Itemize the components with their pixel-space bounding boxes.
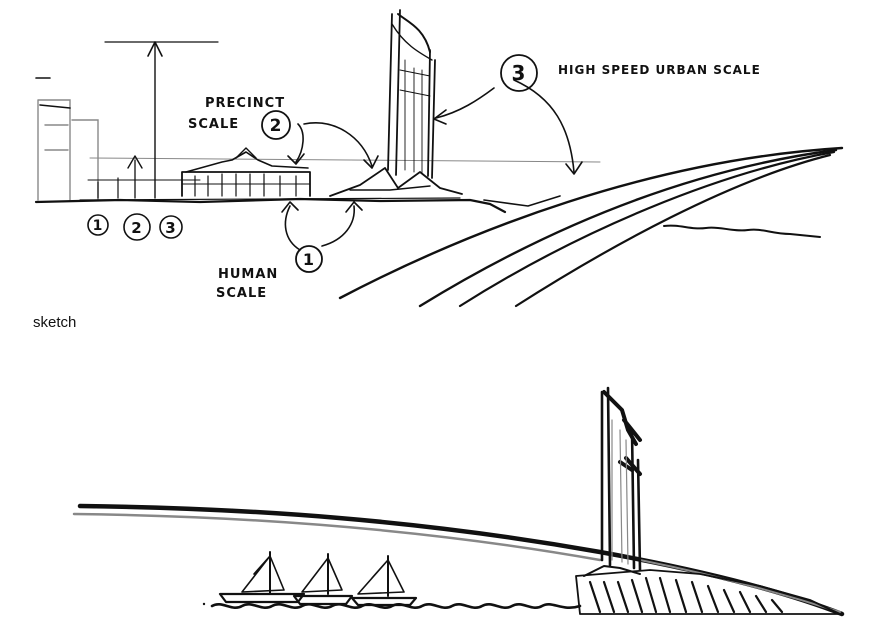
human-label-line2: SCALE: [216, 286, 267, 301]
annotation-arrows: [281, 79, 583, 251]
canopy-structure: [329, 167, 463, 197]
highway-curves: [338, 146, 844, 308]
precinct-building: [181, 147, 311, 197]
scale-arrows: [87, 41, 219, 199]
high-speed-number: 3: [512, 61, 527, 85]
terminal-base: [575, 565, 841, 615]
circle-3-highspeed: 3: [500, 54, 538, 92]
sketch-caption: sketch: [33, 314, 77, 331]
circle-2-precinct: 2: [261, 110, 291, 140]
sailboat: [350, 555, 418, 607]
water-line: [663, 224, 821, 238]
top-sketch: 2 3 1 1 2 3 PRECINCT SCALE HIGH SPEED UR…: [34, 9, 844, 308]
water-waves: [210, 603, 582, 609]
bottom-sketch: [72, 386, 845, 617]
ground-markers: 1 2 3: [87, 213, 183, 241]
precinct-label-line1: PRECINCT: [205, 96, 285, 111]
sailboat: [292, 553, 354, 606]
bottom-tower: [600, 386, 642, 572]
sailboat: [218, 551, 306, 604]
ground-marker-3: 3: [165, 219, 176, 237]
high-speed-label: HIGH SPEED URBAN SCALE: [558, 63, 761, 77]
human-number: 1: [303, 250, 315, 269]
ground-line: [34, 197, 507, 214]
ground-marker-1: 1: [93, 218, 104, 234]
tall-tower: [387, 9, 436, 179]
precinct-number: 2: [270, 116, 283, 136]
human-label-line1: HUMAN: [218, 267, 278, 282]
precinct-label-line2: SCALE: [188, 117, 239, 132]
sailboats: [218, 551, 418, 607]
left-buildings: [35, 77, 99, 201]
circle-1-human: 1: [295, 245, 323, 273]
ground-marker-2: 2: [131, 219, 142, 237]
horizon-line: [89, 157, 601, 163]
